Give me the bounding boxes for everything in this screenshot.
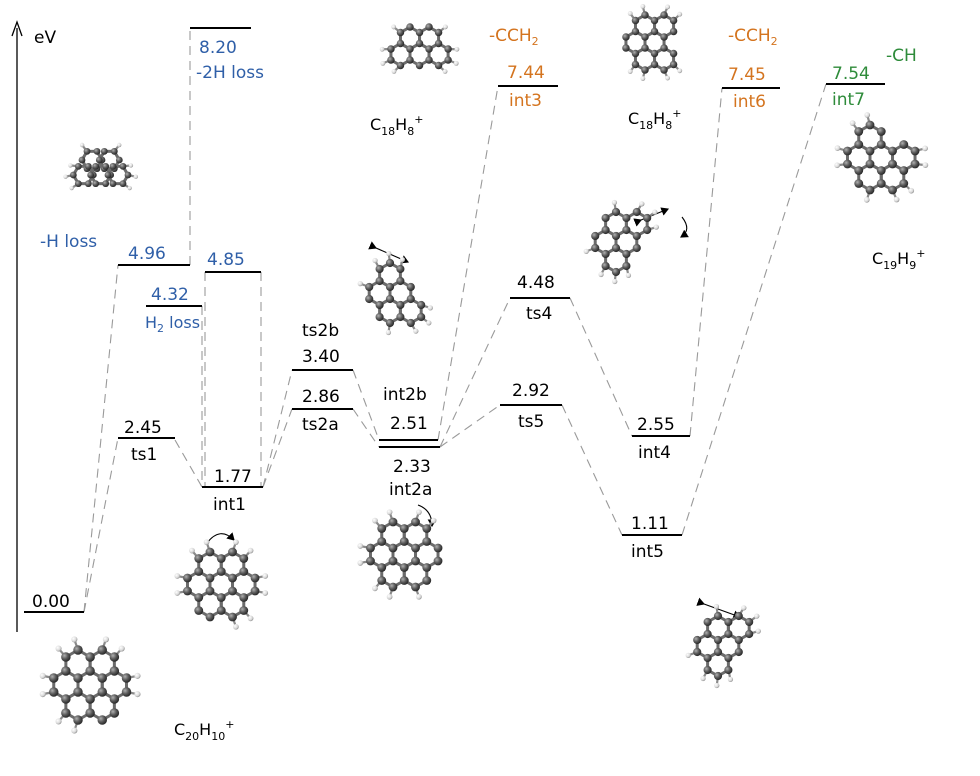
- name-int2b: int2b: [383, 385, 427, 405]
- name-int3: int3: [509, 91, 542, 111]
- value-int4: 2.55: [637, 415, 675, 435]
- name-h2-loss: H2 loss: [145, 313, 200, 335]
- name-int6: int6: [733, 92, 766, 112]
- name-int5: int5: [631, 542, 664, 562]
- value-485: 4.85: [207, 250, 245, 270]
- formula-c20h10: C20H10+: [174, 718, 234, 743]
- value-int7: 7.54: [832, 64, 870, 84]
- name-ts1: ts1: [131, 445, 157, 465]
- value-ts5: 2.92: [512, 381, 550, 401]
- name-int1: int1: [213, 495, 246, 515]
- value-start: 0.00: [32, 592, 70, 612]
- molecule-ts2-upper: [358, 251, 433, 335]
- value-int1: 1.77: [214, 467, 252, 487]
- value-int5: 1.11: [631, 514, 669, 534]
- tag-int3: -CCH2: [489, 26, 539, 48]
- value-int2a: 2.33: [393, 457, 431, 477]
- molecule-c18h8-right: [622, 4, 682, 81]
- name-ts5: ts5: [518, 412, 544, 432]
- axis-label: eV: [34, 28, 56, 48]
- name-int4: int4: [638, 443, 671, 463]
- value-2h-loss: 8.20: [199, 38, 237, 58]
- molecule-h-loss: [63, 143, 138, 190]
- formulas: C20H10+ C18H8+ C18H8+ C19H9+: [174, 107, 925, 743]
- molecule-int5-lower: [686, 604, 761, 688]
- tag-int7: -CH: [886, 46, 917, 66]
- molecule-c19h9: [834, 112, 928, 203]
- name-ts2b: ts2b: [302, 321, 339, 341]
- name-ts2a: ts2a: [302, 415, 339, 435]
- molecule-ts4-upper: [584, 200, 659, 284]
- name-int2a: int2a: [389, 480, 432, 500]
- formula-c18h8-left: C18H8+: [370, 113, 423, 138]
- molecule-int2a: [357, 509, 442, 599]
- value-ts1: 2.45: [124, 418, 162, 438]
- formula-c19h9: C19H9+: [872, 247, 925, 272]
- formula-c18h8-right: C18H8+: [628, 107, 681, 132]
- tag-int6: -CCH2: [728, 26, 778, 48]
- name-h-loss: -H loss: [40, 232, 97, 252]
- value-int6: 7.45: [728, 65, 766, 85]
- value-int2b: 2.51: [390, 414, 428, 434]
- molecule-structures: [40, 4, 929, 734]
- molecule-int1: [174, 539, 268, 629]
- level-labels: 0.00 2.45 ts1 1.77 int1 4.96 -H loss 4.3…: [32, 26, 917, 612]
- molecule-c18h8-left: [380, 23, 460, 74]
- value-int3: 7.44: [507, 63, 545, 83]
- value-ts4: 4.48: [517, 273, 555, 293]
- value-h2-loss: 4.32: [151, 285, 189, 305]
- value-ts2a: 2.86: [302, 387, 340, 407]
- value-ts2b: 3.40: [302, 347, 340, 367]
- value-h-loss: 4.96: [128, 244, 166, 264]
- energy-axis: eV: [12, 22, 56, 632]
- name-int7: int7: [832, 90, 865, 110]
- name-ts4: ts4: [526, 304, 552, 324]
- name-2h-loss: -2H loss: [196, 63, 264, 83]
- molecule-c20h10: [40, 636, 141, 733]
